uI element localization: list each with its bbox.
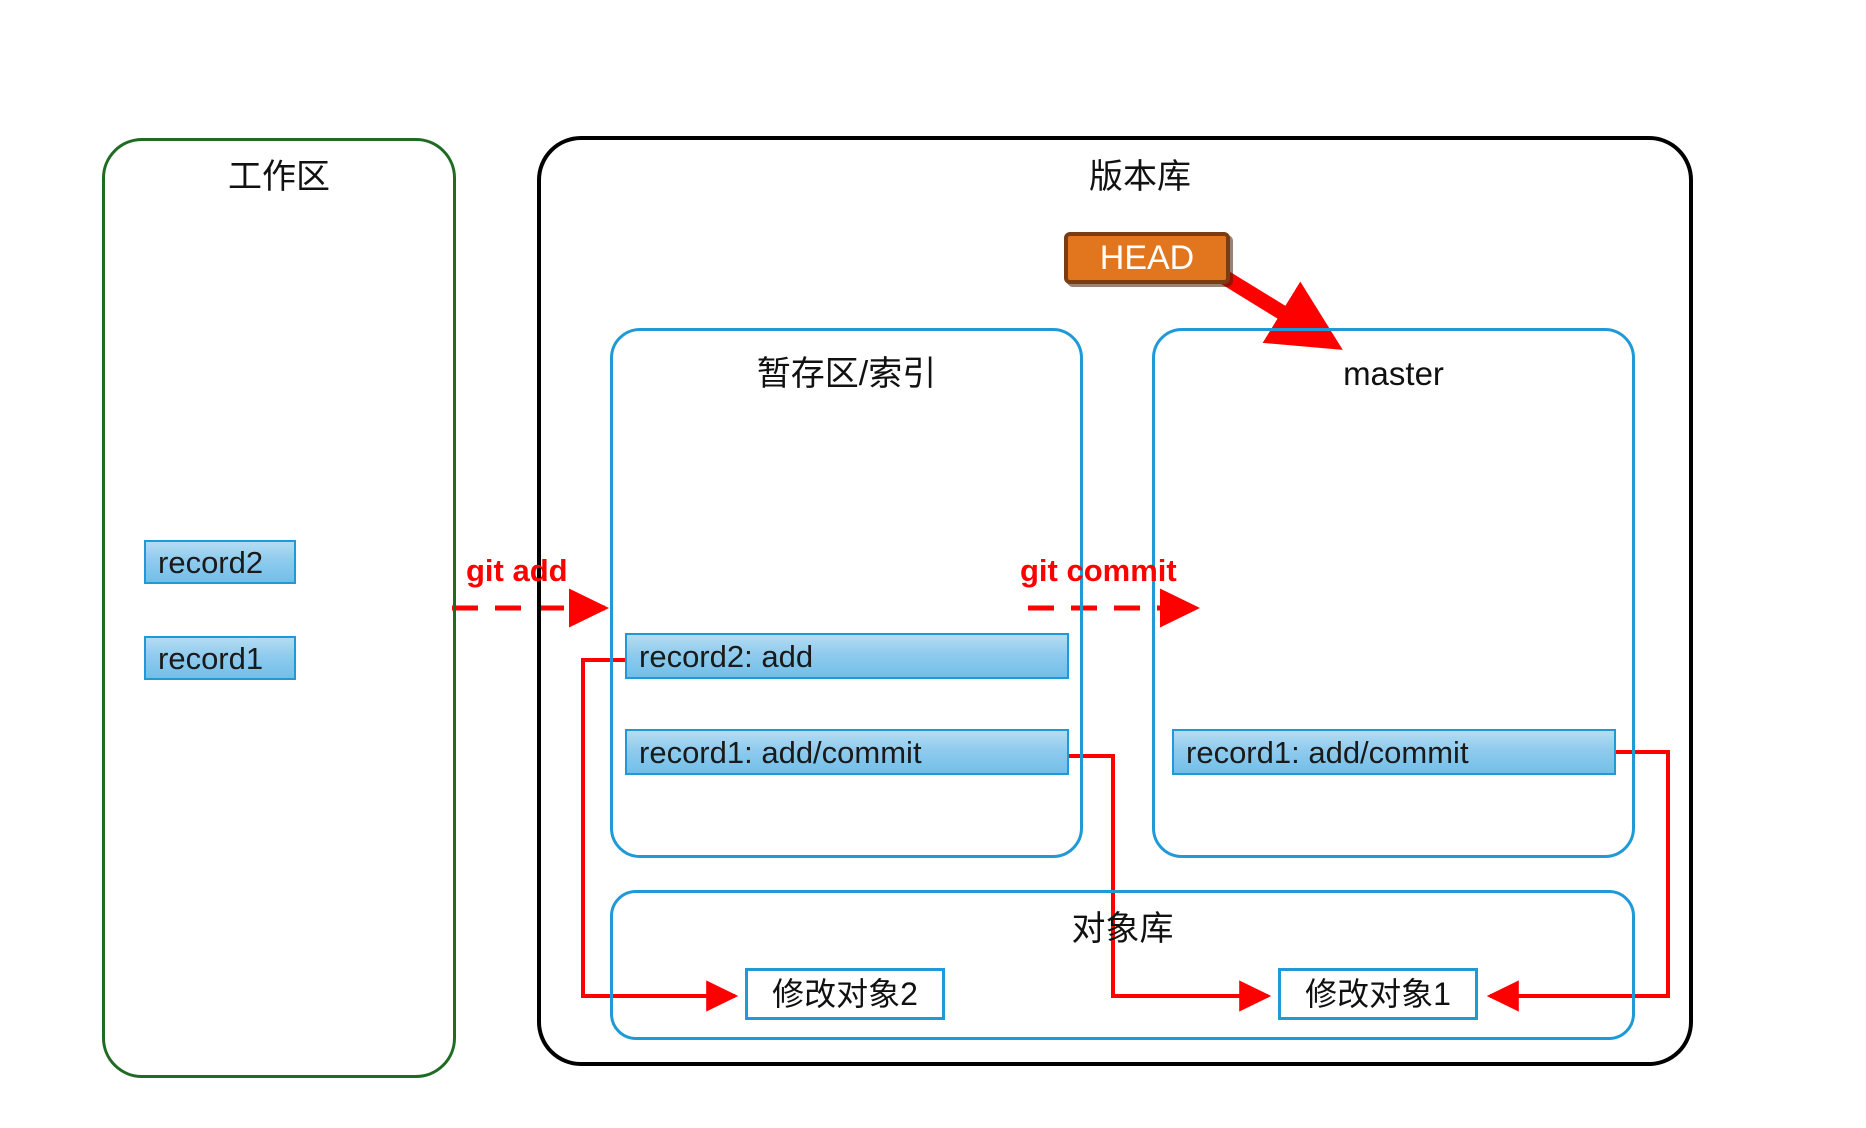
git-commit-label: git commit [1020, 553, 1177, 588]
object-db-title: 对象库 [1071, 910, 1174, 948]
git-add-label: git add [466, 553, 568, 588]
workspace-container [102, 138, 456, 1078]
staging-record-2[interactable]: record2: add [625, 633, 1069, 679]
staging-area-container [610, 328, 1083, 858]
head-badge[interactable]: HEAD [1064, 232, 1230, 284]
master-record-1[interactable]: record1: add/commit [1172, 729, 1616, 775]
workspace-title: 工作区 [228, 158, 330, 196]
object-db-container [610, 890, 1635, 1040]
object-db-item-2[interactable]: 修改对象2 [745, 968, 945, 1020]
staging-record-1[interactable]: record1: add/commit [625, 729, 1069, 775]
object-db-item-1[interactable]: 修改对象1 [1278, 968, 1478, 1020]
repository-title: 版本库 [1089, 158, 1191, 196]
master-branch-container [1152, 328, 1635, 858]
repository-container [537, 136, 1693, 1066]
master-branch-title: master [1343, 355, 1444, 392]
workspace-record-2[interactable]: record2 [144, 540, 296, 584]
staging-area-title: 暂存区/索引 [756, 355, 937, 393]
workspace-record-1[interactable]: record1 [144, 636, 296, 680]
